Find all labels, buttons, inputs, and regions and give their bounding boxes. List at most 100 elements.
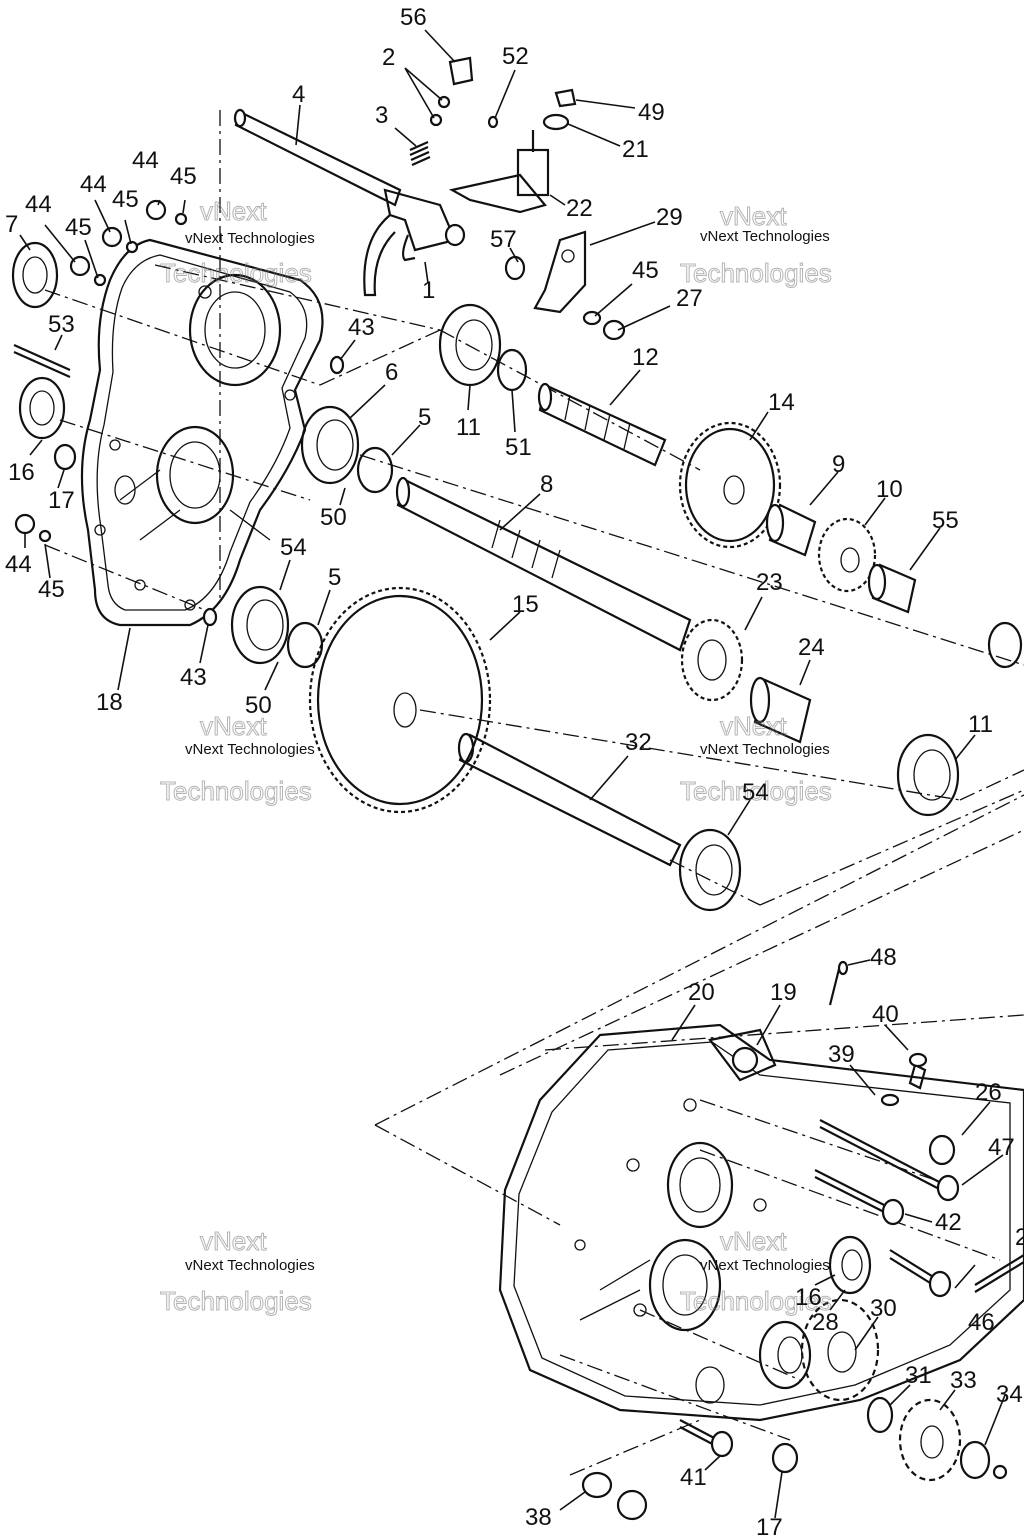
svg-text:vNext: vNext bbox=[200, 711, 267, 741]
callout-32: 32 bbox=[625, 729, 652, 756]
svg-text:Technologies: Technologies bbox=[160, 1286, 312, 1316]
callout-12: 12 bbox=[632, 344, 659, 371]
watermark-1: vNext vNext Technologies Technologies bbox=[160, 196, 315, 289]
callout-38: 38 bbox=[525, 1504, 552, 1531]
alignment-lines bbox=[44, 110, 1024, 1476]
callout-45: 45 bbox=[65, 214, 92, 241]
gear-23 bbox=[680, 618, 744, 702]
watermark-4: vNext vNext Technologies Technologies bbox=[680, 711, 833, 807]
gear-15 bbox=[308, 586, 492, 814]
callout-10: 10 bbox=[876, 476, 903, 503]
callout-48: 48 bbox=[870, 944, 897, 971]
callout-18: 18 bbox=[96, 689, 123, 716]
callout-9: 9 bbox=[832, 451, 845, 478]
callout-41: 41 bbox=[680, 1464, 707, 1491]
svg-text:Technologies: Technologies bbox=[680, 1286, 832, 1316]
callout-8: 8 bbox=[540, 471, 553, 498]
callout-57: 57 bbox=[490, 226, 517, 253]
callout-24: 24 bbox=[798, 634, 825, 661]
callout-45: 45 bbox=[112, 186, 139, 213]
callout-43: 43 bbox=[180, 664, 207, 691]
callout-33: 33 bbox=[950, 1367, 977, 1394]
callout-27: 27 bbox=[676, 285, 703, 312]
left-small-parts bbox=[11, 199, 345, 627]
callout-17: 17 bbox=[756, 1514, 783, 1536]
callout-21: 21 bbox=[622, 136, 649, 163]
callout-51: 51 bbox=[505, 434, 532, 461]
callout-19: 19 bbox=[770, 979, 797, 1006]
callout-34: 34 bbox=[996, 1381, 1023, 1408]
callout-2-partial: 2 bbox=[1015, 1224, 1024, 1251]
svg-text:vNext Technologies: vNext Technologies bbox=[700, 1257, 830, 1274]
svg-text:vNext: vNext bbox=[200, 1226, 267, 1256]
callout-46: 46 bbox=[968, 1309, 995, 1336]
callout-26: 26 bbox=[975, 1079, 1002, 1106]
callout-11: 11 bbox=[968, 711, 993, 738]
callout-7: 7 bbox=[5, 211, 18, 238]
callout-50: 50 bbox=[320, 504, 347, 531]
svg-text:vNext Technologies: vNext Technologies bbox=[185, 741, 315, 758]
left-crankcase-cover bbox=[80, 238, 324, 627]
callout-45: 45 bbox=[632, 257, 659, 284]
watermark-2: vNext vNext Technologies Technologies bbox=[680, 201, 833, 289]
svg-text:vNext Technologies: vNext Technologies bbox=[185, 230, 315, 247]
callout-54: 54 bbox=[280, 534, 307, 561]
watermark-5: vNext vNext Technologies Technologies bbox=[160, 1226, 315, 1317]
bushings bbox=[749, 503, 917, 744]
callout-28: 28 bbox=[812, 1309, 839, 1336]
svg-text:Technologies: Technologies bbox=[160, 776, 312, 806]
svg-text:Technologies: Technologies bbox=[160, 258, 312, 288]
callout-44: 44 bbox=[80, 171, 107, 198]
gear-10 bbox=[817, 517, 877, 593]
callout-45: 45 bbox=[170, 163, 197, 190]
callout-44: 44 bbox=[25, 191, 52, 218]
svg-text:vNext: vNext bbox=[720, 711, 787, 741]
callout-43: 43 bbox=[348, 314, 375, 341]
callout-5: 5 bbox=[328, 564, 341, 591]
washer-34 bbox=[959, 1440, 1008, 1480]
callout-17: 17 bbox=[48, 487, 75, 514]
callout-20: 20 bbox=[688, 979, 715, 1006]
callout-50: 50 bbox=[245, 692, 272, 719]
gear-14 bbox=[678, 421, 782, 549]
watermark-6: vNext vNext Technologies Technologies bbox=[680, 1226, 833, 1317]
washer-31 bbox=[866, 1396, 894, 1434]
callout-31: 31 bbox=[905, 1362, 932, 1389]
callout-15: 15 bbox=[512, 591, 539, 618]
callout-54: 54 bbox=[742, 779, 769, 806]
leader-lines bbox=[19, 29, 1006, 1519]
svg-text:vNext: vNext bbox=[200, 196, 267, 226]
sprocket-33 bbox=[898, 1398, 962, 1482]
callout-44: 44 bbox=[5, 551, 32, 578]
callout-23: 23 bbox=[756, 569, 783, 596]
callout-labels: 56 2 52 4 3 49 21 22 29 57 45 27 1 44 45… bbox=[5, 4, 1024, 1536]
callout-45: 45 bbox=[38, 576, 65, 603]
callout-49: 49 bbox=[638, 99, 665, 126]
svg-text:Technologies: Technologies bbox=[680, 776, 832, 806]
main-shaft-8 bbox=[395, 476, 692, 652]
shift-arm bbox=[448, 130, 626, 341]
svg-text:vNext Technologies: vNext Technologies bbox=[700, 741, 830, 758]
callout-56: 56 bbox=[400, 4, 427, 31]
sprocket-30 bbox=[800, 1298, 880, 1402]
callout-1: 1 bbox=[422, 277, 435, 304]
watermark-3: vNext vNext Technologies Technologies bbox=[160, 711, 315, 807]
callout-55: 55 bbox=[932, 507, 959, 534]
callout-47: 47 bbox=[988, 1134, 1015, 1161]
svg-text:vNext: vNext bbox=[720, 201, 787, 231]
callout-29: 29 bbox=[656, 204, 683, 231]
callout-14: 14 bbox=[768, 389, 795, 416]
callout-52: 52 bbox=[502, 43, 529, 70]
callout-30: 30 bbox=[870, 1295, 897, 1322]
callout-39: 39 bbox=[828, 1041, 855, 1068]
svg-text:Technologies: Technologies bbox=[680, 258, 832, 288]
callout-40: 40 bbox=[872, 1001, 899, 1028]
callout-16: 16 bbox=[8, 459, 35, 486]
callout-42: 42 bbox=[935, 1209, 962, 1236]
right-fasteners bbox=[581, 960, 1024, 1521]
right-crankcase-half bbox=[498, 1023, 1024, 1422]
svg-text:vNext: vNext bbox=[720, 1226, 787, 1256]
callout-11: 11 bbox=[456, 414, 481, 441]
callout-6: 6 bbox=[385, 359, 398, 386]
callout-2: 2 bbox=[382, 44, 395, 71]
